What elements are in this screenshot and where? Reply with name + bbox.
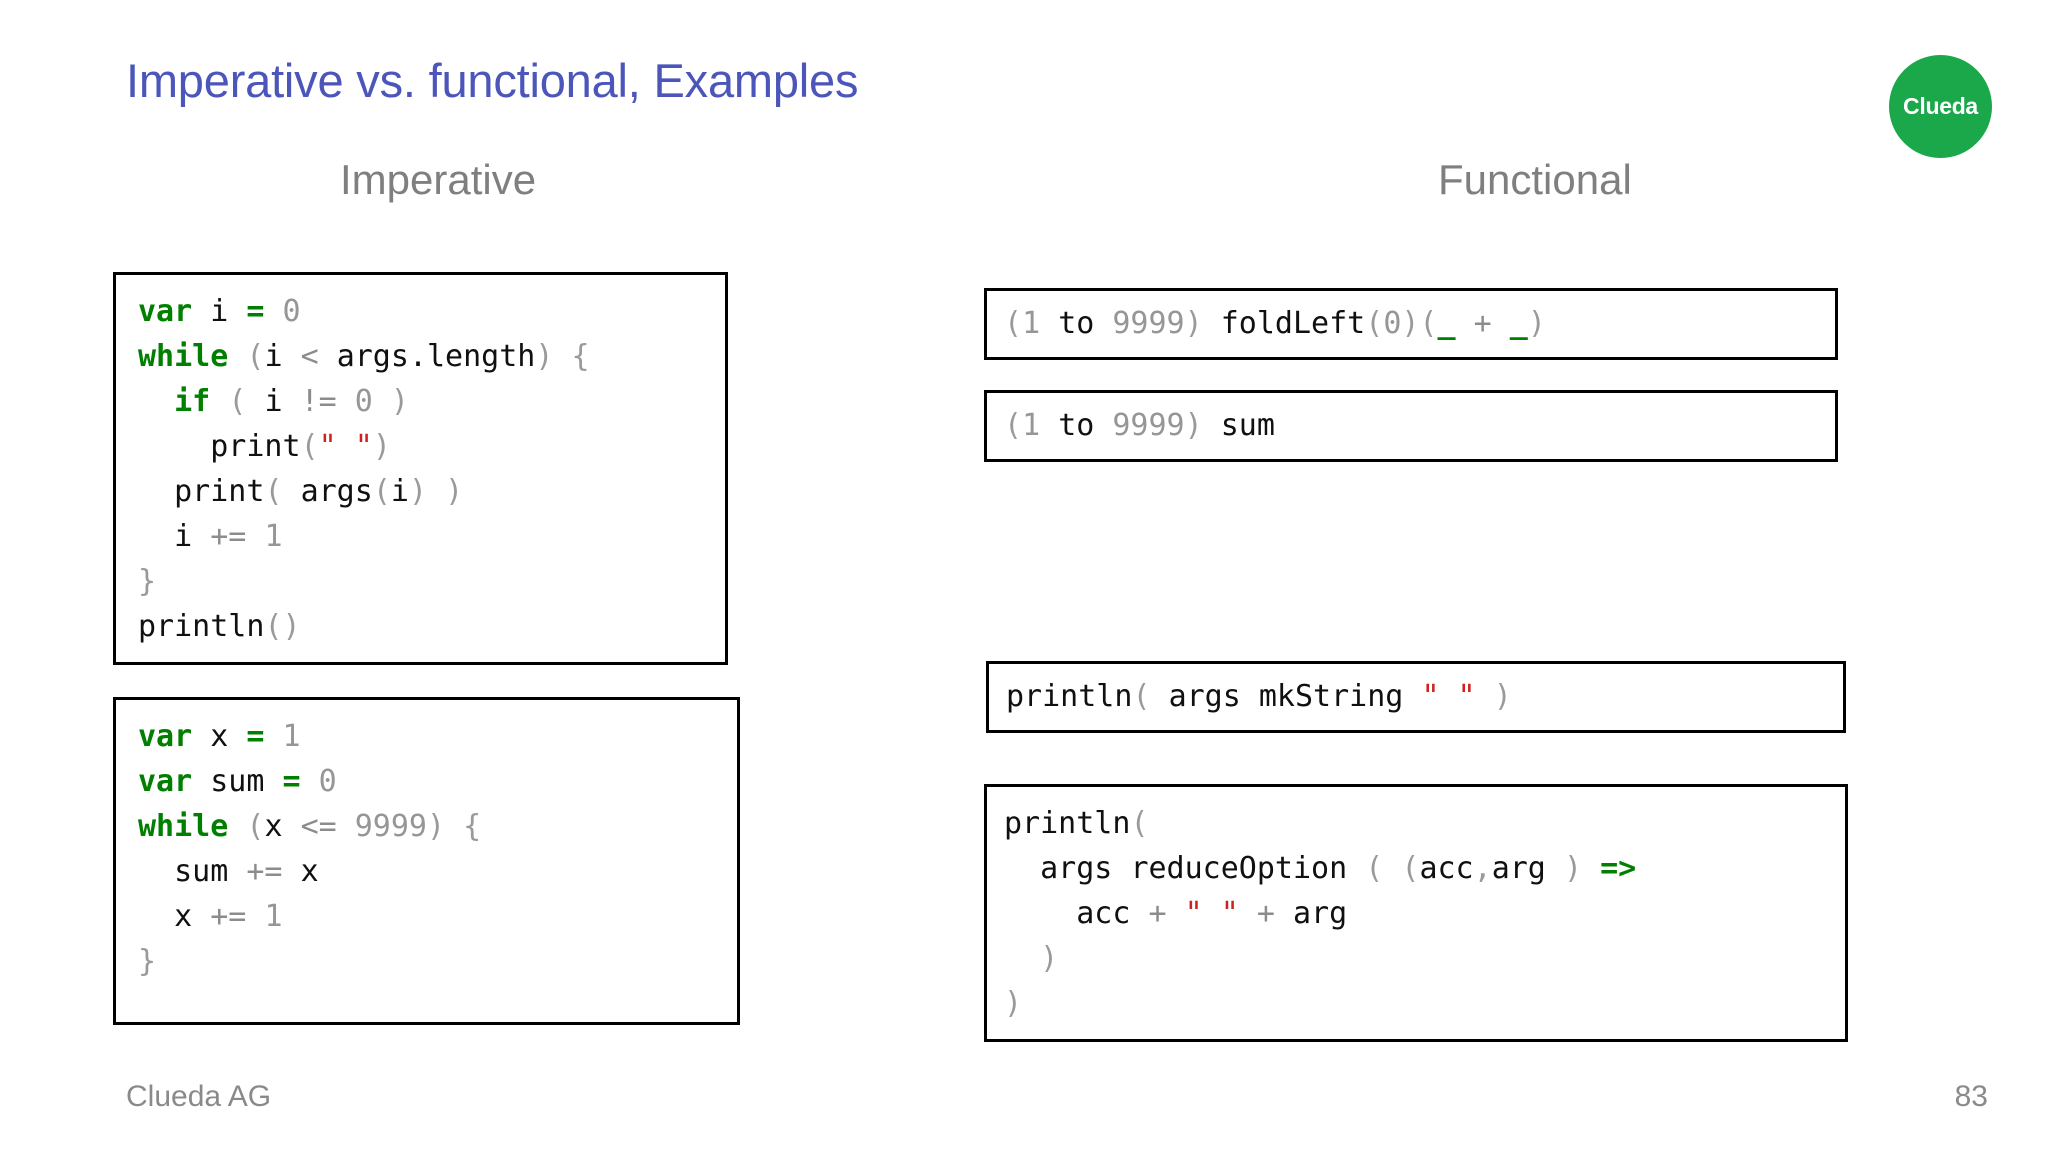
code-block-functional-1: (1 to 9999) foldLeft(0)(_ + _) — [984, 288, 1838, 360]
code-block-imperative-2: var x = 1 var sum = 0 while (x <= 9999) … — [113, 697, 740, 1025]
logo-text: Clueda — [1903, 93, 1978, 119]
page-title: Imperative vs. functional, Examples — [126, 54, 859, 107]
code-content-functional-3: println( args mkString " " ) — [1006, 679, 1512, 714]
code-content-functional-1: (1 to 9999) foldLeft(0)(_ + _) — [1004, 306, 1546, 341]
code-block-functional-3: println( args mkString " " ) — [986, 661, 1846, 733]
code-block-functional-4: println( args reduceOption ( (acc,arg ) … — [984, 784, 1848, 1042]
footer-page-number: 83 — [1954, 1080, 1988, 1113]
code-block-functional-2: (1 to 9999) sum — [984, 390, 1838, 462]
code-content-functional-2: (1 to 9999) sum — [1004, 408, 1275, 443]
footer-company: Clueda AG — [126, 1080, 272, 1113]
column-heading-functional: Functional — [1438, 156, 1632, 203]
clueda-logo: Clueda — [1889, 55, 1992, 158]
code-block-imperative-1: var i = 0 while (i < args.length) { if (… — [113, 272, 728, 665]
code-content-functional-4: println( args reduceOption ( (acc,arg ) … — [1004, 806, 1637, 1021]
code-content-imperative-1: var i = 0 while (i < args.length) { if (… — [138, 294, 590, 644]
column-heading-imperative: Imperative — [340, 156, 537, 203]
code-content-imperative-2: var x = 1 var sum = 0 while (x <= 9999) … — [138, 719, 482, 979]
